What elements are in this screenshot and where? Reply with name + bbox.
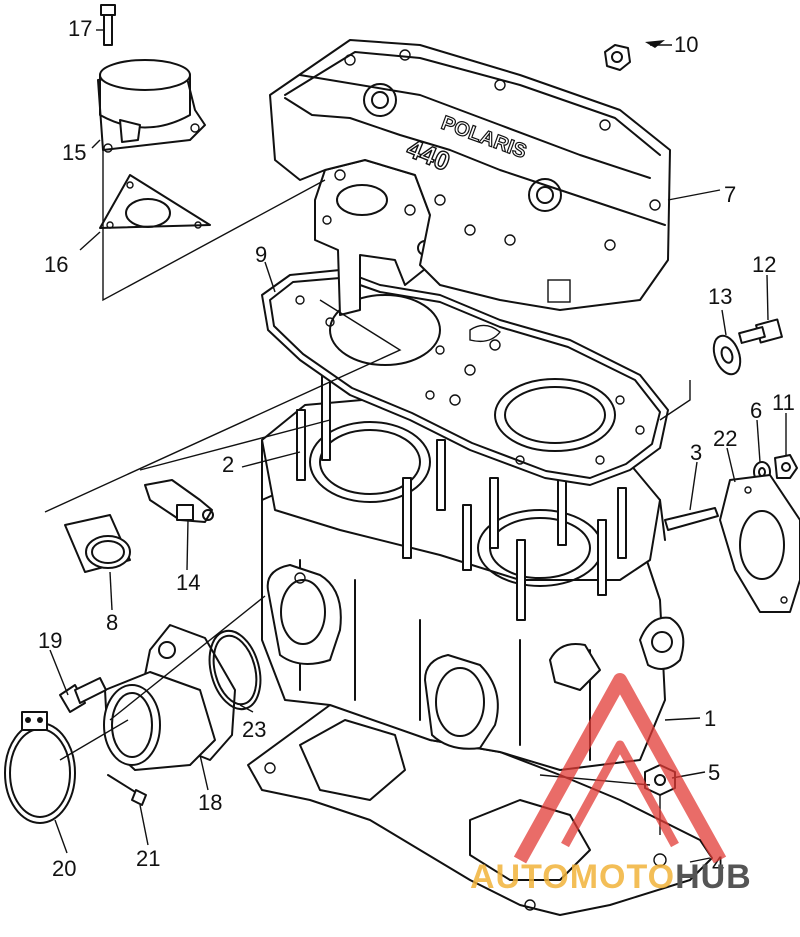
cylinder-head-cover: POLARIS 440: [269, 39, 671, 311]
callout-22: 22: [713, 426, 737, 451]
callout-labels: 17 15 16 10 7 9 12 13 11 6 22 3 2 14 8 1…: [38, 16, 795, 881]
thermostat: [64, 514, 131, 573]
callout-8: 8: [106, 610, 118, 635]
callout-7: 7: [724, 182, 736, 207]
intake-adapter: [103, 624, 236, 771]
callout-2: 2: [222, 452, 234, 477]
screw-21: [107, 774, 147, 806]
watermark-triangle-outer: [513, 673, 727, 864]
washer-13: [712, 334, 742, 376]
svg-text:AUTOMOTOHUB: AUTOMOTOHUB: [470, 858, 752, 896]
head-studs: [296, 369, 627, 621]
callout-1: 1: [704, 706, 716, 731]
callout-17: 17: [68, 16, 92, 41]
clamp-20: [4, 711, 76, 824]
head-gasket: [261, 269, 669, 486]
callout-6: 6: [750, 398, 762, 423]
bolt-19: [59, 677, 107, 713]
watermark-triangle-inner: [561, 740, 679, 848]
thermostat-gasket: [99, 174, 211, 229]
callout-9: 9: [255, 242, 267, 267]
callout-19: 19: [38, 628, 62, 653]
callout-18: 18: [198, 790, 222, 815]
callout-leaders: [49, 29, 787, 863]
callout-3: 3: [690, 440, 702, 465]
watermark-word-b: HUB: [675, 858, 752, 896]
exhaust-gasket-22: [719, 474, 800, 613]
callout-10: 10: [674, 32, 698, 57]
temperature-sensor: [144, 479, 214, 523]
callout-21: 21: [136, 846, 160, 871]
callout-12: 12: [752, 252, 776, 277]
watermark-logo: AUTOMOTOHUB: [470, 673, 752, 896]
callout-14: 14: [176, 570, 200, 595]
callout-16: 16: [44, 252, 68, 277]
stud-3: [664, 507, 719, 531]
assembly-lines: [44, 150, 691, 835]
cover-nut: [604, 40, 665, 71]
callout-13: 13: [708, 284, 732, 309]
callout-5: 5: [708, 760, 720, 785]
bolt-12: [738, 318, 783, 344]
callout-20: 20: [52, 856, 76, 881]
thermostat-cover: [97, 4, 206, 153]
nut-11: [774, 454, 798, 479]
watermark-word-a: AUTOMOTO: [470, 858, 675, 896]
callout-15: 15: [62, 140, 86, 165]
callout-23: 23: [242, 717, 266, 742]
callout-11: 11: [772, 390, 795, 415]
